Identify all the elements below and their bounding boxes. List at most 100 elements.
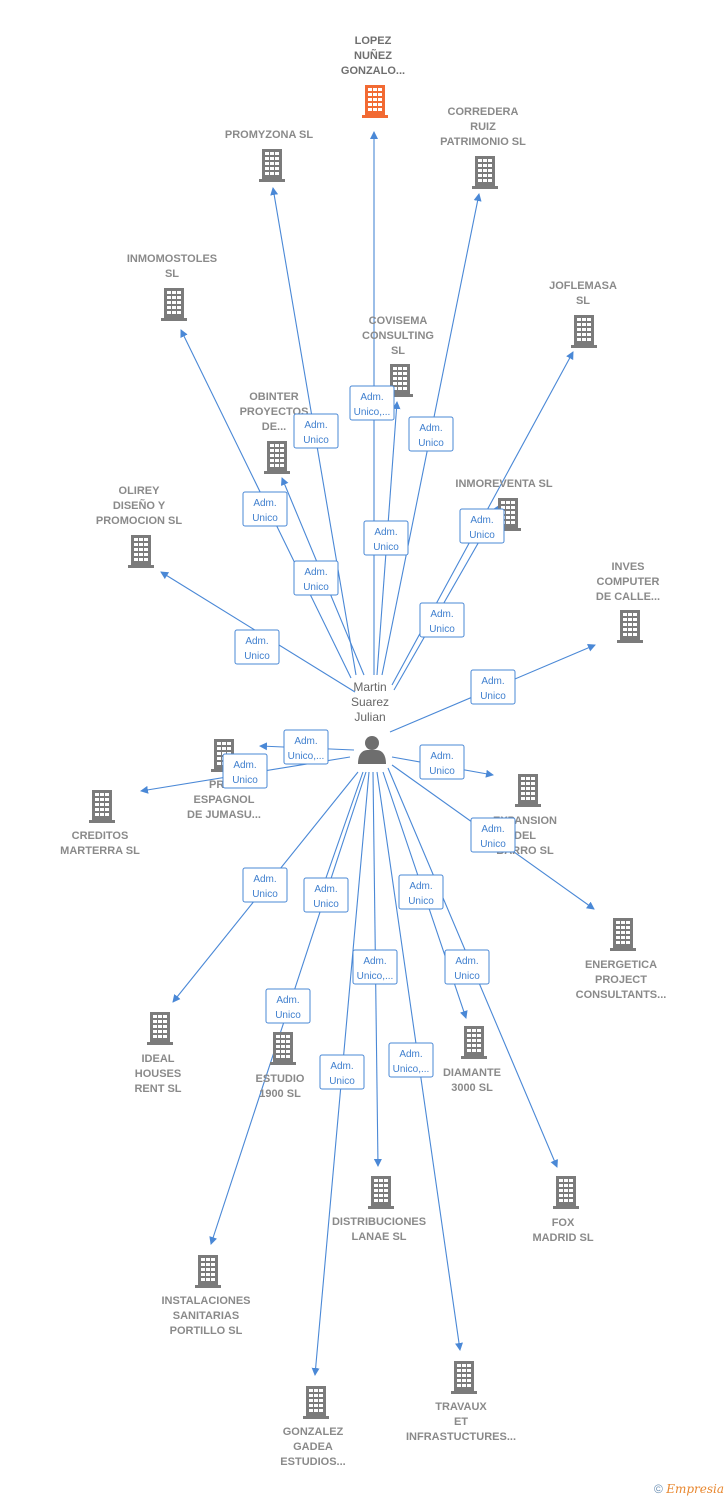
building-icon[interactable] — [617, 610, 643, 643]
building-icon[interactable] — [610, 918, 636, 951]
edge-label-text: Unico — [232, 775, 258, 786]
building-icon[interactable] — [362, 85, 388, 118]
company-label-line: NUÑEZ — [354, 49, 392, 62]
edge-label-diamante[interactable]: Adm. Unico — [398, 874, 444, 910]
edge-label-proj[interactable]: Adm.Unico,... — [283, 729, 329, 765]
building-icon[interactable] — [368, 1176, 394, 1209]
edge-label-creditos[interactable]: Adm.Unico — [222, 753, 268, 789]
edge-label-text: Unico — [252, 889, 278, 900]
edge-label-box — [234, 629, 280, 665]
company-label-line: GONZALO... — [341, 65, 405, 77]
edge-label-text: Adm. — [409, 881, 432, 892]
edge-label-text: Adm. — [253, 498, 276, 509]
company-label-line: 1900 SL — [259, 1088, 301, 1100]
building-icon[interactable] — [264, 441, 290, 474]
edge-label-olirey[interactable]: Adm. Unico — [234, 629, 280, 665]
edge-label-promyzona[interactable]: Adm.Unico — [293, 413, 339, 449]
company-label-line: DE JUMASU... — [187, 809, 261, 821]
building-icon[interactable] — [259, 149, 285, 182]
edge-label-ideal[interactable]: Adm.Unico — [242, 867, 288, 903]
building-icon[interactable] — [161, 288, 187, 321]
edge-label-travaux[interactable]: Adm.Unico,... — [388, 1042, 434, 1078]
edge-label-inmomostoles[interactable]: Adm.Unico — [242, 491, 288, 527]
edge-label-instalaciones[interactable]: Adm.Unico — [303, 877, 349, 913]
edge-label-gonzalez[interactable]: Adm.Unico — [319, 1054, 365, 1090]
edge-label-energetica[interactable]: Adm.Unico — [470, 817, 516, 853]
edge-label-text: Adm. — [245, 636, 268, 647]
edge-label-fox[interactable]: Adm.Unico — [444, 949, 490, 985]
building-icon[interactable] — [571, 315, 597, 348]
company-label-inmoreventa[interactable]: INMOREVENTA SL — [455, 478, 552, 490]
company-label-line: INMOREVENTA SL — [455, 478, 552, 490]
building-icon[interactable] — [461, 1026, 487, 1059]
edge-label-expansion[interactable]: Adm.Unico — [419, 744, 465, 780]
edge-label-box — [470, 669, 516, 705]
building-icon[interactable] — [303, 1386, 329, 1419]
edge-line-estudio — [318, 771, 364, 896]
edge-label-box — [352, 949, 398, 985]
edge-label-inves[interactable]: Adm.Unico — [470, 669, 516, 705]
company-label-line: GONZALEZ — [283, 1426, 344, 1438]
building-icon[interactable] — [195, 1255, 221, 1288]
brand-logo[interactable]: Empresia — [666, 1482, 724, 1496]
edge-label-text: Adm. — [481, 824, 504, 835]
person-name-line: Suarez — [351, 695, 389, 709]
edge-label-text: Unico — [408, 896, 434, 907]
footer-credit: © Empresia — [654, 1482, 724, 1496]
building-icon[interactable] — [451, 1361, 477, 1394]
edge-label-text: Unico — [244, 651, 270, 662]
company-label-line: INMOMOSTOLES — [127, 253, 217, 265]
edge-label-text: Unico — [480, 691, 506, 702]
edge-label-text: Adm. — [276, 995, 299, 1006]
company-label-line: OBINTER — [249, 391, 299, 403]
edge-label-box — [398, 874, 444, 910]
edge-label-covisema[interactable]: Adm.Unico — [363, 520, 409, 556]
building-icon[interactable] — [128, 535, 154, 568]
company-label-line: LOPEZ — [355, 35, 392, 47]
edge-label-corredera[interactable]: Adm.Unico — [408, 416, 454, 452]
building-icon[interactable] — [270, 1032, 296, 1065]
edge-label-text: Unico — [429, 624, 455, 635]
edge-label-obinter[interactable]: Adm.Unico — [293, 560, 339, 596]
building-icon[interactable] — [515, 774, 541, 807]
edge-label-estudio[interactable]: Adm.Unico — [265, 988, 311, 1024]
edge-label-text: Adm. — [314, 884, 337, 895]
edge-label-box — [444, 949, 490, 985]
company-label-lopez[interactable]: LOPEZ NUÑEZ GONZALO... — [341, 35, 405, 77]
company-label-line: PATRIMONIO SL — [440, 136, 526, 148]
building-icon[interactable] — [147, 1012, 173, 1045]
building-icon[interactable] — [553, 1176, 579, 1209]
building-icon[interactable] — [89, 790, 115, 823]
edge-label-text: Unico — [418, 438, 444, 449]
company-label-line: ENERGETICA — [585, 959, 657, 971]
edge-label-lopez[interactable]: Adm.Unico,... — [349, 385, 395, 421]
edge-label-distribuciones[interactable]: Adm.Unico,... — [352, 949, 398, 985]
edge-label-text: Adm. — [399, 1049, 422, 1060]
company-label-promyzona[interactable]: PROMYZONA SL — [225, 129, 313, 141]
company-label-line: RENT SL — [134, 1083, 181, 1095]
building-icon[interactable] — [472, 156, 498, 189]
edge-label-text: Adm. — [455, 956, 478, 967]
edge-label-joflemasa[interactable]: Adm.Unico — [459, 508, 505, 544]
edge-label-box — [363, 520, 409, 556]
edge-label-inmoreventa[interactable]: Adm.Unico — [419, 602, 465, 638]
